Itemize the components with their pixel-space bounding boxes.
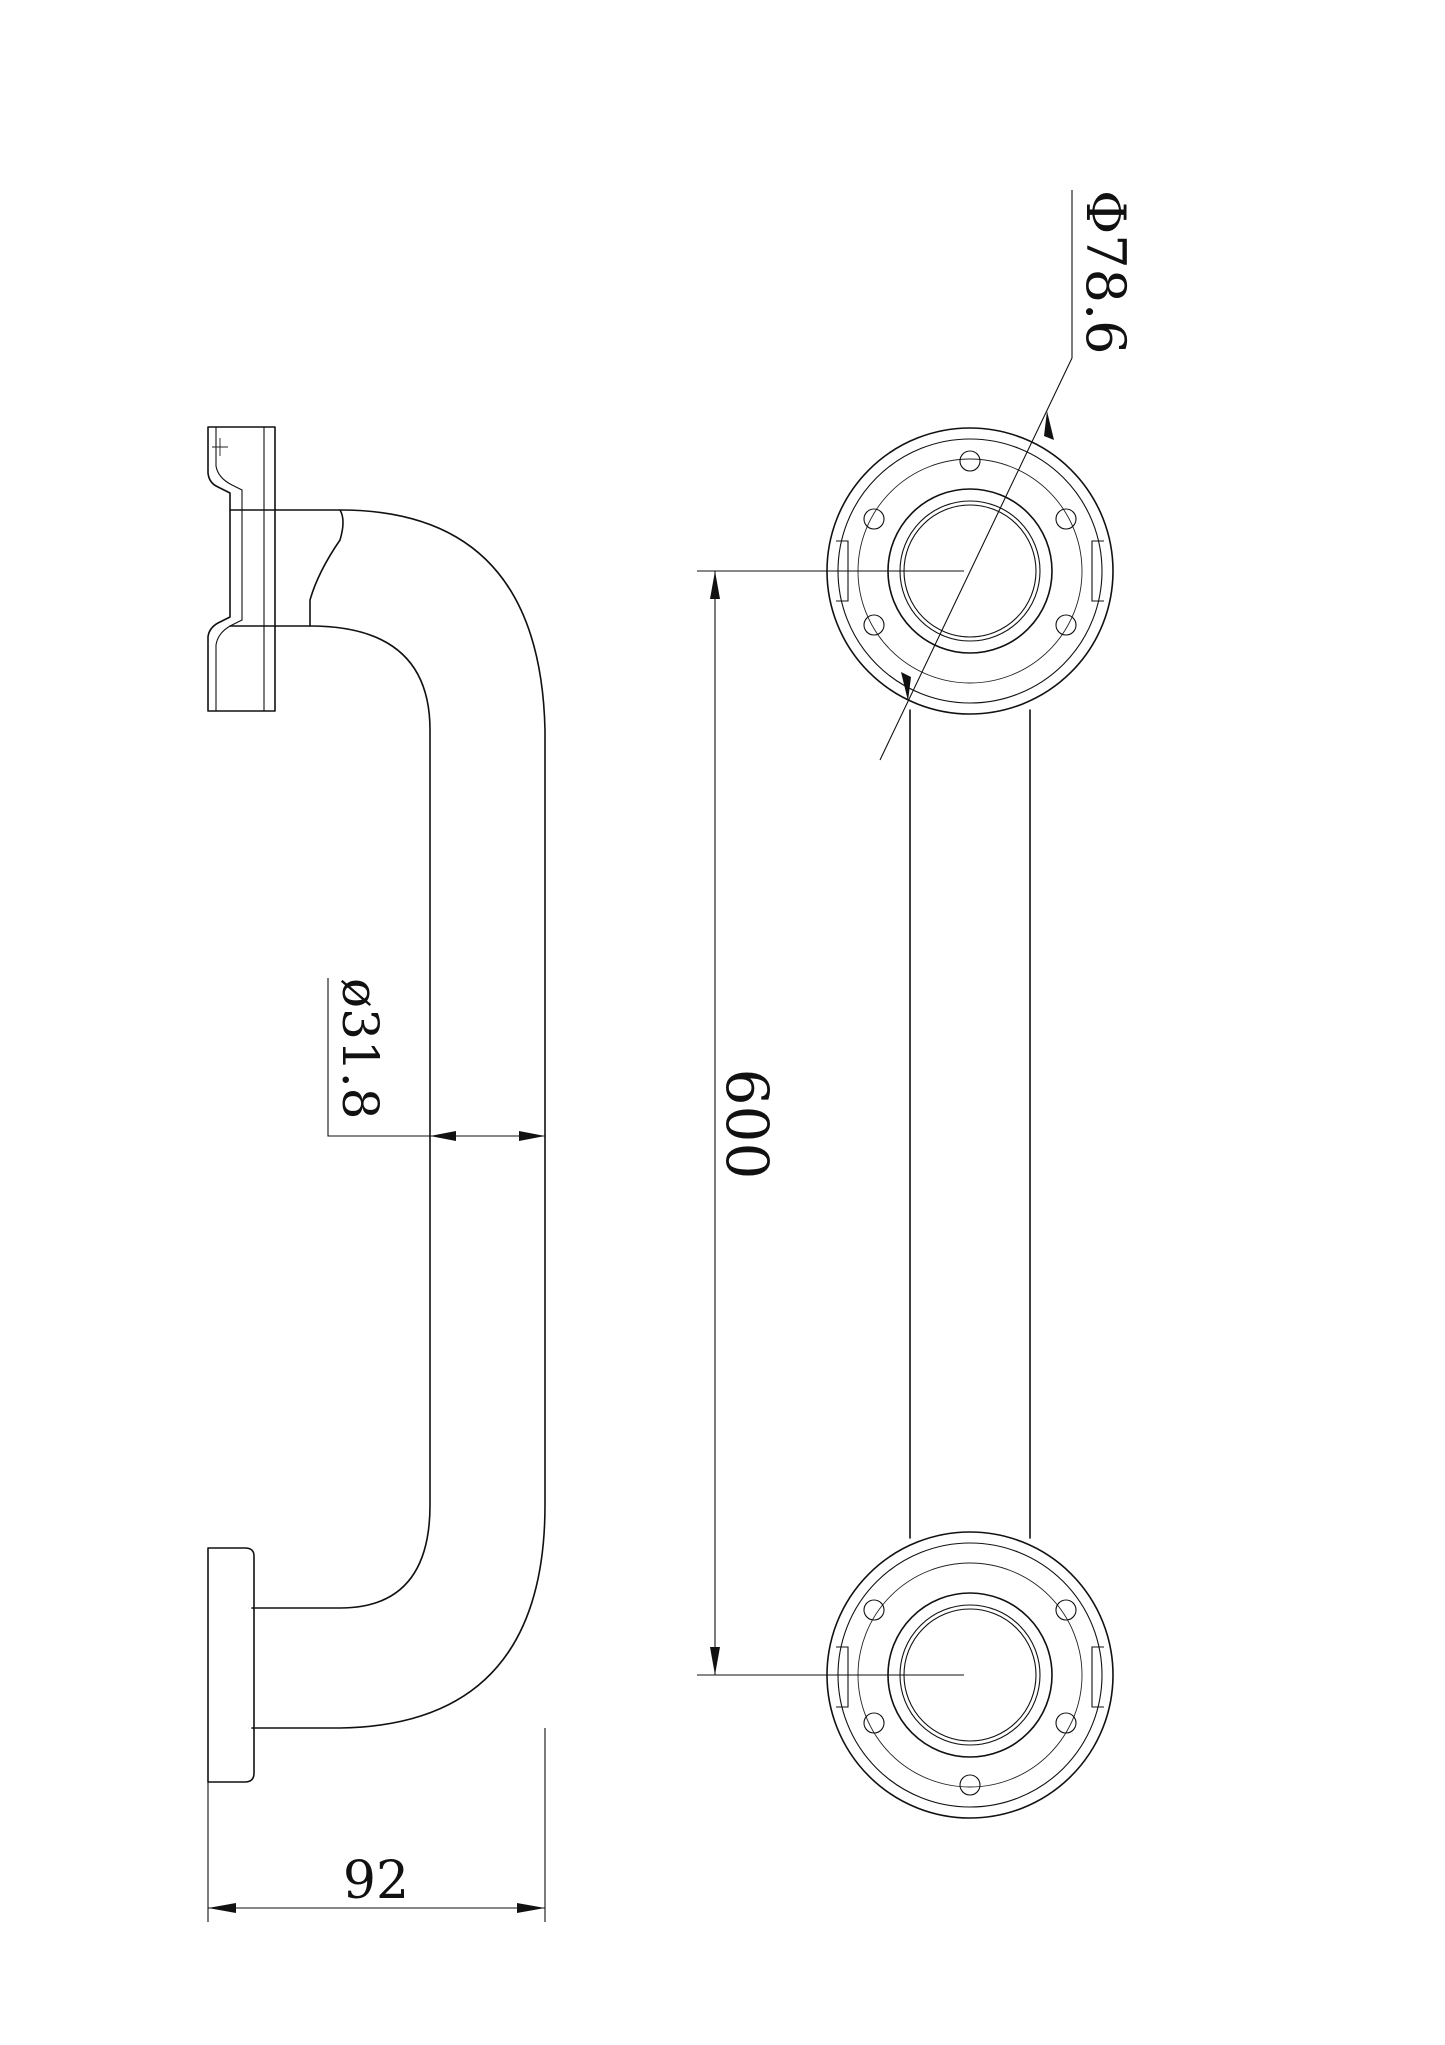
side-view-bottom-plate [207, 1547, 255, 1783]
projection-dimension: 92 [207, 1728, 546, 1922]
tube-diameter-dimension: ø31.8 [327, 978, 545, 1141]
length-dimension: 600 [697, 570, 964, 1676]
side-view-tube-inner [251, 625, 431, 1609]
side-view-tube-outer [251, 509, 546, 1729]
side-view-top-collar [229, 509, 344, 627]
flange-diameter-dimension: Φ78.6 [879, 190, 1137, 761]
side-view: ø31.8 92 [207, 426, 546, 1922]
front-view: 600 Φ78.6 [697, 190, 1137, 1819]
projection-label: 92 [343, 1851, 409, 1911]
front-view-tube [909, 709, 1031, 1539]
tube-diameter-label: ø31.8 [331, 978, 389, 1119]
length-label: 600 [713, 1069, 781, 1180]
side-view-top-flange [207, 426, 276, 712]
flange-diameter-label: Φ78.6 [1074, 190, 1137, 355]
